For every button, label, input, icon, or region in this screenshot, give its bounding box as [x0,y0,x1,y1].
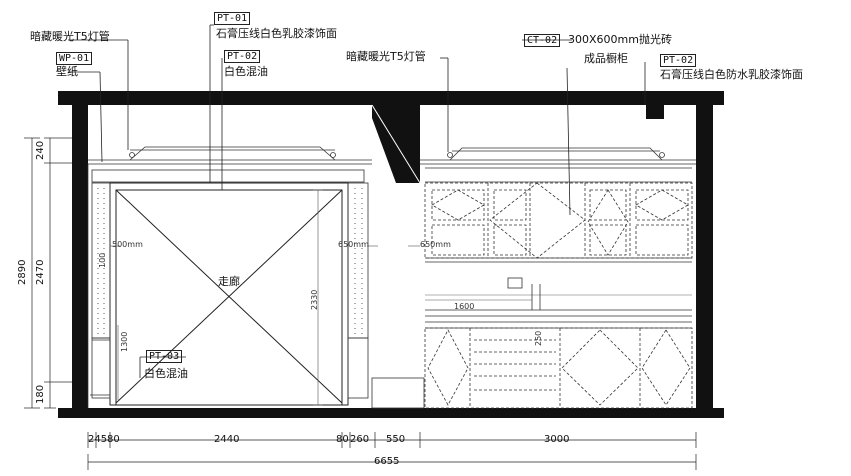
leader-lines [68,24,646,378]
dim-left-overall: 2890 [17,259,28,285]
dim-left-bottom: 180 [35,384,46,404]
left-height-mark: 500mm [112,240,143,249]
inner-dimension-lines [110,189,532,406]
ceiling-cornice-right [420,147,696,183]
counter-width-dim: 1600 [454,302,475,311]
left-small-dim-b: 1300 [120,331,129,352]
dim-bottom-total: 6655 [374,456,400,467]
dim-bottom-d4: 80 [336,434,349,445]
right-wall [696,105,713,416]
mid-height-mark-b: 650mm [420,240,451,249]
left-small-dim-a: 100 [98,252,107,268]
dim-bottom-d6: 550 [386,434,406,445]
wp01-text: 壁纸 [56,65,78,78]
cabinet-small-dim: 250 [534,330,543,346]
door-height-dim: 2330 [310,289,319,310]
pt03-text: 白色混油 [144,367,188,380]
counter-area [425,257,692,329]
ceiling-cornice-left [88,146,372,183]
wp01-code: WP-01 [56,52,93,65]
pt03-code: PT-03 [146,350,183,363]
pt02-text-right: 石膏压线白色防水乳胶漆饰面 [660,68,803,81]
dim-left-top: 240 [35,140,46,160]
pilasters [91,182,369,399]
dim-left-middle: 2470 [35,259,46,285]
hidden-light-label-right: 暗藏暖光T5灯管 [346,50,426,63]
ct02-text: 300X600mm抛光砖 [568,33,672,46]
dim-bottom-d2: 80 [107,434,120,445]
ceiling-slab [58,91,724,105]
pt02-text-left: 白色混油 [224,65,268,78]
pt02-code-left: PT-02 [224,50,261,63]
cabinet-label: 成品橱柜 [584,52,628,65]
ct02-code: CT-02 [524,34,561,47]
dim-bottom-d3: 2440 [214,434,240,445]
corridor-label: 走廊 [218,275,240,288]
left-wall-reveal [87,164,110,408]
mid-height-mark-a: 650mm [338,240,369,249]
dim-bottom-d1: 245 [88,434,108,445]
dim-bottom-d5: 260 [350,434,370,445]
pt01-text: 石膏压线白色乳胶漆饰面 [216,27,337,40]
hidden-light-label-left: 暗藏暖光T5灯管 [30,30,110,43]
pt02-code-right: PT-02 [660,54,697,67]
left-dimension-chain [24,137,72,409]
pt01-code: PT-01 [214,12,251,25]
floor-slab [58,408,724,418]
left-wall [72,105,88,408]
lower-cabinets [424,327,693,409]
floor-step [371,377,425,409]
ceiling-detail [646,105,664,119]
bottom-dimension-chain [87,432,697,470]
dim-bottom-d7: 3000 [544,434,570,445]
upper-cabinets [424,182,693,259]
